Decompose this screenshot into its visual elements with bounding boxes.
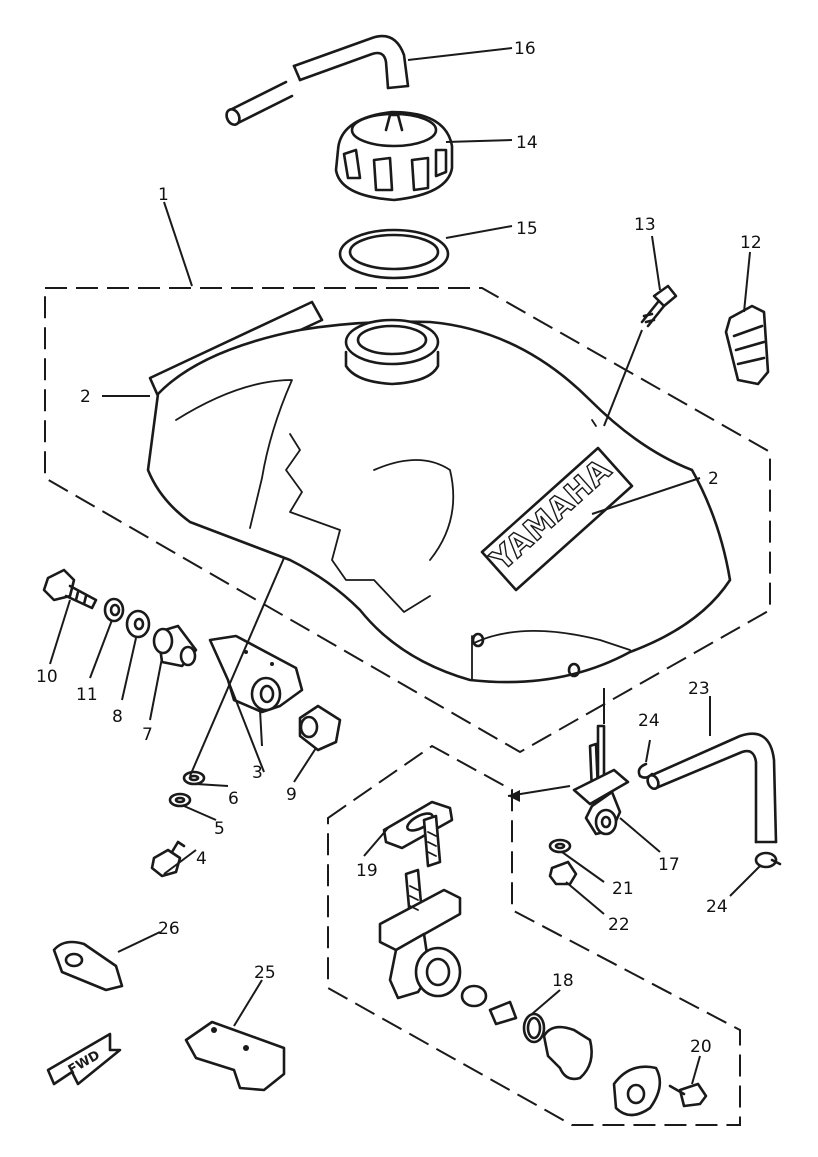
callout-11: 11 [76,685,98,705]
callout-7: 7 [142,725,153,745]
clip-12 [724,304,770,386]
callout-2-right: 2 [708,469,719,489]
filter-bowl-parts [460,984,662,1117]
callout-1: 1 [158,185,169,205]
collar-9 [298,704,342,752]
clip-24-lower [754,851,782,869]
washer-8 [125,609,151,639]
cap-gasket [338,228,450,280]
callout-numbers: 16 14 15 1 13 12 2 2 10 11 8 7 3 9 6 5 4… [36,39,762,1057]
tank-assembly-boundary [44,287,771,754]
bracket-3 [208,634,304,714]
callout-20: 20 [690,1037,712,1057]
callout-23: 23 [688,679,710,699]
forward-direction-arrow: FWD [46,1032,122,1086]
callout-24-lower: 24 [706,897,728,917]
washer-11 [103,597,125,623]
fuel-hose-23 [646,732,778,844]
protector-25 [184,1020,286,1092]
gasket-19 [382,800,454,850]
fuel-cap [334,110,454,202]
callout-6: 6 [228,789,239,809]
callout-19: 19 [356,861,378,881]
callout-25: 25 [254,963,276,983]
callout-3: 3 [252,763,263,783]
washer-6 [182,770,206,786]
breather-hose [225,34,410,126]
screw-13 [640,284,678,328]
callout-26: 26 [158,919,180,939]
fuel-cock-assembly-boundary [327,744,741,1126]
tank-decal-edge [148,300,324,398]
fuel-cock-body [378,814,462,1000]
bolt-4 [150,840,186,878]
yamaha-decal [480,446,634,592]
callout-13: 13 [634,215,656,235]
washer-5 [168,792,192,808]
callout-22: 22 [608,915,630,935]
callout-2-left: 2 [80,387,91,407]
callout-17: 17 [658,855,680,875]
callout-18: 18 [552,971,574,991]
callout-15: 15 [516,219,538,239]
callout-5: 5 [214,819,225,839]
damper-7 [152,624,198,668]
fuel-tank: YAMAHA [146,300,732,684]
fuel-cock-17 [572,724,630,836]
bolt-10 [42,568,98,610]
leader-lines [49,47,761,1085]
callout-4: 4 [196,849,207,869]
washer-21 [548,838,572,854]
callout-12: 12 [740,233,762,253]
callout-9: 9 [286,785,297,805]
callout-21: 21 [612,879,634,899]
callout-8: 8 [112,707,123,727]
callout-14: 14 [516,133,538,153]
protector-26 [52,940,124,992]
callout-10: 10 [36,667,58,687]
callout-16: 16 [514,39,536,59]
screw-22 [548,860,578,886]
screw-20 [668,1082,708,1108]
callout-24-upper: 24 [638,711,660,731]
